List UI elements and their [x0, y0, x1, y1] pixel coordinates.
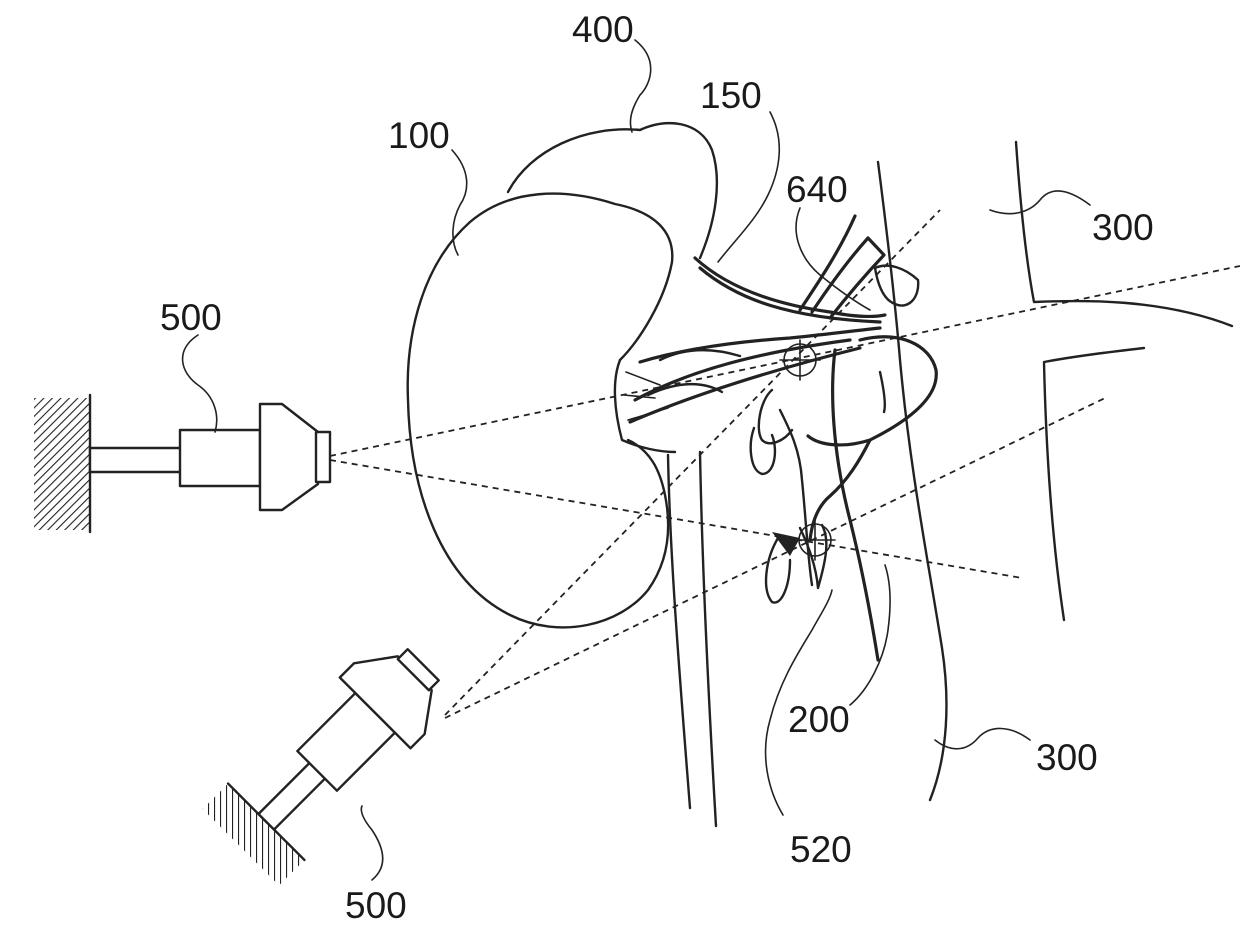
- label-640: 640: [786, 169, 848, 210]
- label-imaging-device-upper: 500: [160, 297, 222, 338]
- camera-icon: [180, 430, 260, 486]
- renal-vessels: [630, 216, 918, 422]
- crosshair-target-icon: [795, 520, 835, 560]
- label-target-520: 520: [790, 829, 852, 870]
- label-kidney: 100: [388, 115, 450, 156]
- kidney: [408, 194, 673, 628]
- label-adrenal-gland: 400: [572, 9, 634, 50]
- imaging-device-lower: [203, 627, 462, 886]
- label-body-outline-upper: 300: [1092, 207, 1154, 248]
- label-body-outline-lower: 300: [1036, 737, 1098, 778]
- ureter: [751, 337, 937, 660]
- label-renal-vessels: 150: [700, 75, 762, 116]
- label-imaging-device-lower: 500: [345, 885, 407, 926]
- imaging-device-upper: [34, 395, 330, 532]
- imaging-rays: [330, 210, 1240, 718]
- hatched-mount-icon: [34, 398, 90, 530]
- label-ureter: 200: [788, 699, 850, 740]
- adrenal-gland: [508, 123, 717, 258]
